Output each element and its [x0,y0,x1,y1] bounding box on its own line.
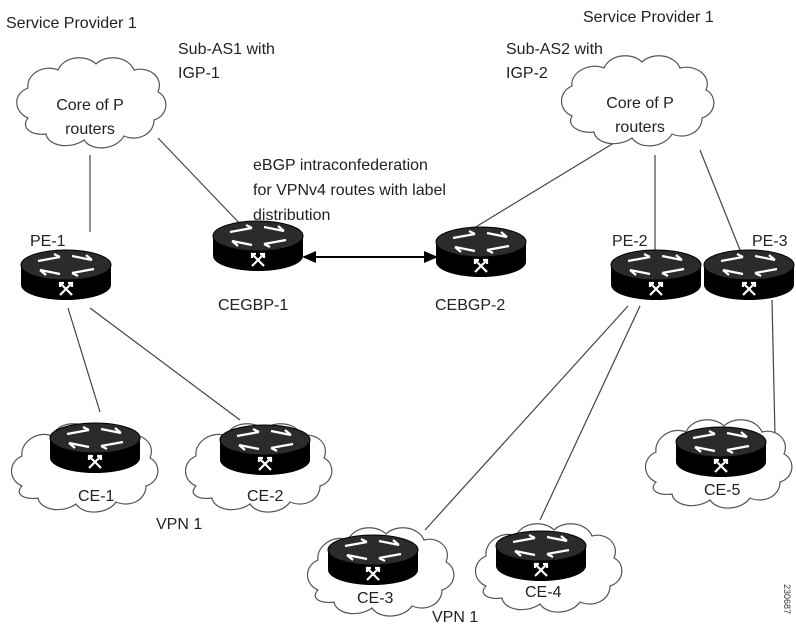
cloud-core-left [16,57,167,149]
label-ce5: CE-5 [704,482,741,499]
router-ce3 [326,533,420,587]
label-ce3: CE-3 [357,590,394,607]
label-pe2: PE-2 [612,233,648,250]
label-ebgp-line1: eBGP intraconfederation [253,157,428,174]
label-ce1: CE-1 [78,488,115,505]
router-pe2 [609,248,703,302]
router-pe1 [19,248,113,302]
router-cebgp2 [434,225,528,279]
router-pe3 [702,248,796,302]
label-subas1-line2: IGP-1 [178,65,220,82]
link-core-right-pe3 [699,149,741,251]
label-vpn-left: VPN 1 [156,516,202,533]
router-cegbp1 [211,219,305,273]
label-ebgp-line3: distribution [253,207,330,224]
router-ce4 [494,529,588,583]
label-pe1: PE-1 [30,233,66,250]
label-service-provider-left: Service Provider 1 [6,15,137,32]
label-vpn-bottom: VPN 1 [432,609,478,626]
label-pe3: PE-3 [752,233,788,250]
figure-id: 230687 [782,584,792,614]
label-ebgp-line2: for VPNv4 routes with label [253,182,446,199]
link-core-right-cebgp2 [473,137,623,229]
router-ce5 [674,425,768,479]
link-pe2-ce3 [424,305,629,531]
label-core-right-line2: routers [615,119,665,136]
router-ce2 [218,423,312,477]
label-subas2-line1: Sub-AS2 with [506,41,603,58]
link-core-left-cegbp1 [157,137,245,229]
link-pe1-ce1 [67,307,101,413]
label-cebgp2: CEBGP-2 [435,297,505,314]
label-core-right-line1: Core of P [606,95,674,112]
ebgp-double-arrow [302,251,438,263]
link-pe3-ce5 [771,299,776,437]
link-pe2-ce4 [539,305,641,521]
link-pe1-ce2 [89,307,241,421]
label-ce2: CE-2 [247,488,284,505]
router-ce1 [48,421,142,475]
cloud-core-right [560,55,715,147]
label-core-left-line2: routers [65,121,115,138]
label-core-left-line1: Core of P [56,97,124,114]
label-service-provider-right: Service Provider 1 [583,9,714,26]
label-ce4: CE-4 [525,584,562,601]
label-subas1-line1: Sub-AS1 with [178,41,275,58]
label-subas2-line2: IGP-2 [506,65,548,82]
label-cegbp1: CEGBP-1 [218,297,288,314]
links [67,137,776,531]
